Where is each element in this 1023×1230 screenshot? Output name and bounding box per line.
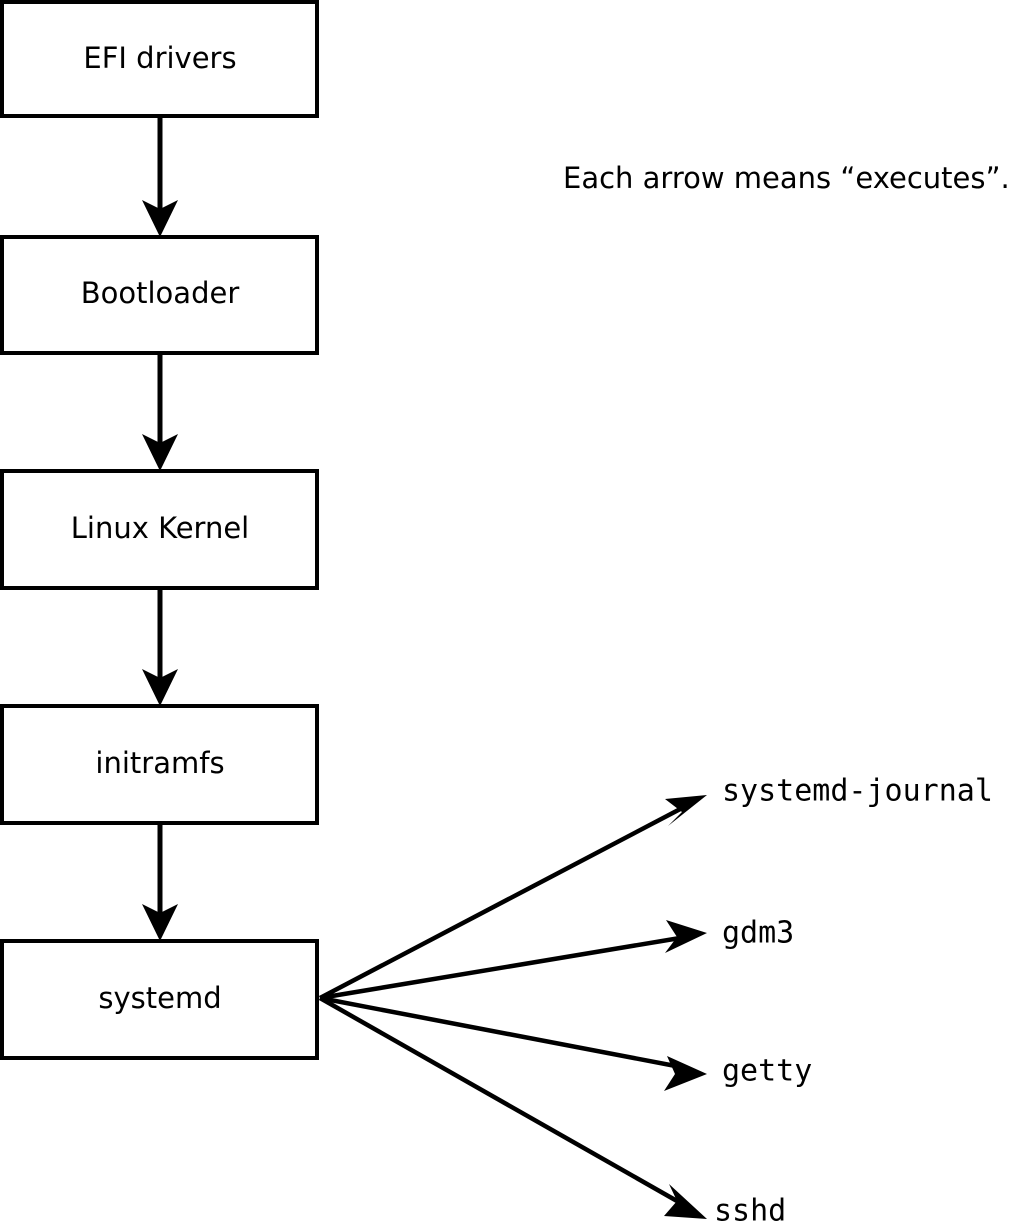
service-arrow-gdm3 <box>319 920 707 1001</box>
service-arrow-sshd <box>318 996 707 1219</box>
box-label-systemd: systemd <box>98 981 221 1015</box>
chain-arrow-kernel-to-initramfs <box>142 589 178 706</box>
service-label-sshd: sshd <box>714 1194 786 1229</box>
chain-arrow-bootloader-to-kernel <box>142 353 178 471</box>
service-label-gdm3: gdm3 <box>722 916 794 951</box>
box-label-bootloader: Bootloader <box>81 276 240 310</box>
box-initramfs[interactable]: initramfs <box>0 704 319 825</box>
box-efi-drivers[interactable]: EFI drivers <box>0 0 319 118</box>
box-bootloader[interactable]: Bootloader <box>0 235 319 355</box>
chain-arrow-efi-to-bootloader <box>142 116 178 237</box>
chain-arrow-initramfs-to-systemd <box>142 824 178 941</box>
box-label-efi-drivers: EFI drivers <box>83 41 236 75</box>
box-linux-kernel[interactable]: Linux Kernel <box>0 469 319 590</box>
legend-text: Each arrow means “executes”. <box>563 161 1010 195</box>
service-arrow-systemd-journal <box>318 795 707 1000</box>
service-label-systemd-journal: systemd-journal <box>722 774 993 809</box>
box-systemd[interactable]: systemd <box>0 939 319 1060</box>
box-label-linux-kernel: Linux Kernel <box>71 511 249 545</box>
service-label-getty: getty <box>722 1054 812 1089</box>
service-arrow-getty <box>319 995 707 1091</box>
box-label-initramfs: initramfs <box>95 746 224 780</box>
